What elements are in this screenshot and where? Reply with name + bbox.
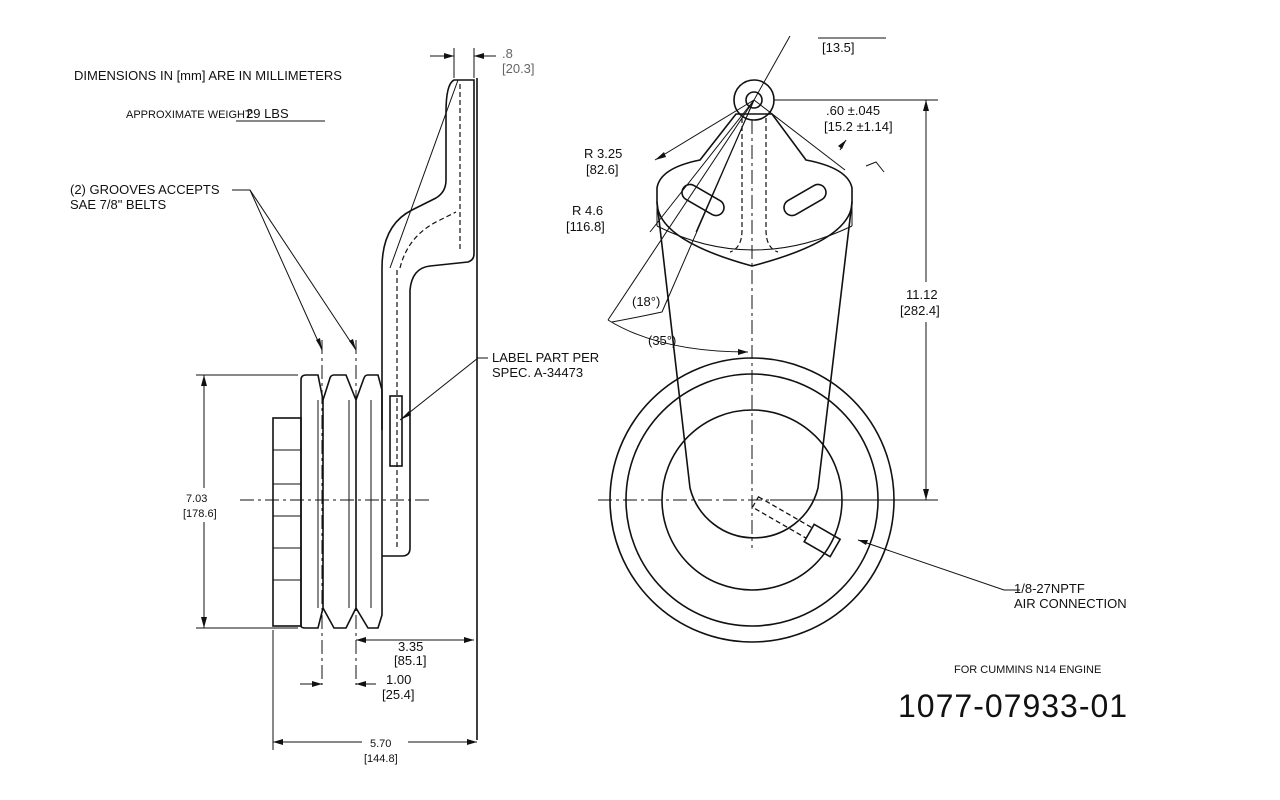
weight-label: APPROXIMATE WEIGHT:	[126, 109, 254, 121]
angle-35: (35°)	[648, 333, 676, 348]
grooves-leader	[232, 189, 357, 351]
dim-top-mm: [13.5]	[822, 40, 855, 55]
dim-r1-in: R 3.25	[584, 146, 622, 161]
dim-pulley-height-mm: [178.6]	[183, 508, 217, 520]
air-fitting	[751, 495, 842, 558]
dim-hole-mm: [15.2 ±1.14]	[824, 119, 893, 134]
dim-groove-spacing-in: 1.00	[386, 672, 411, 687]
dim-arm-length-mm: [282.4]	[900, 303, 940, 318]
dim-pulley-height-in: 7.03	[186, 493, 207, 505]
dim-arm-length	[770, 99, 938, 501]
slot-left	[681, 183, 725, 217]
units-note: DIMENSIONS IN [mm] ARE IN MILLIMETERS	[74, 68, 342, 83]
pulley-hub	[272, 417, 302, 627]
air-note-line1: 1/8-27NPTF	[1014, 581, 1085, 596]
dim-groove-spacing-mm: [25.4]	[382, 687, 415, 702]
dim-groove-spacing	[300, 681, 376, 687]
side-view	[240, 78, 478, 740]
engine-note: FOR CUMMINS N14 ENGINE	[954, 664, 1101, 676]
label-plate	[389, 395, 403, 467]
pulley-flange-1	[300, 374, 324, 629]
label-note-line2: SPEC. A-34473	[492, 365, 583, 380]
dim-r2-in: R 4.6	[572, 203, 603, 218]
air-connection-leader	[857, 539, 1020, 591]
air-note-line2: AIR CONNECTION	[1014, 596, 1127, 611]
dim-hole-in: .60 ±.045	[826, 103, 880, 118]
pulley-flange-2	[322, 374, 357, 629]
label-leader	[399, 357, 488, 421]
tensioner-arm	[381, 79, 475, 557]
dim-arm-length-in: 11.12	[906, 287, 938, 302]
dim-angle-arcs	[607, 311, 749, 355]
grooves-note-line2: SAE 7/8" BELTS	[70, 197, 166, 212]
dim-pulley-height	[196, 374, 298, 629]
arm-head	[656, 113, 853, 267]
dim-r1-mm: [82.6]	[586, 162, 619, 177]
arm-body	[656, 201, 853, 539]
dim-overall-width-mm: [144.8]	[364, 753, 398, 765]
part-number: 1077-07933-01	[898, 688, 1128, 724]
dim-depth-mm: [85.1]	[394, 653, 427, 668]
dim-top-width	[430, 48, 496, 78]
slot-right	[783, 183, 827, 217]
dim-depth	[356, 637, 474, 643]
weight-value: 29 LBS	[246, 106, 289, 121]
dim-overall-width-in: 5.70	[370, 738, 391, 750]
angle-18: (18°)	[632, 294, 660, 309]
dim-hole-leader	[838, 139, 885, 173]
label-note-line1: LABEL PART PER	[492, 350, 599, 365]
grooves-note-line1: (2) GROOVES ACCEPTS	[70, 182, 220, 197]
dim-overall-width	[272, 630, 477, 750]
pulley-flange-3	[355, 374, 383, 629]
dim-depth-in: 3.35	[398, 639, 423, 654]
dim-r2-mm: [116.8]	[566, 219, 605, 234]
pivot-hole	[745, 91, 763, 109]
dim-top-width-mm: [20.3]	[502, 61, 535, 76]
dim-top-width-in: .8	[502, 46, 513, 61]
